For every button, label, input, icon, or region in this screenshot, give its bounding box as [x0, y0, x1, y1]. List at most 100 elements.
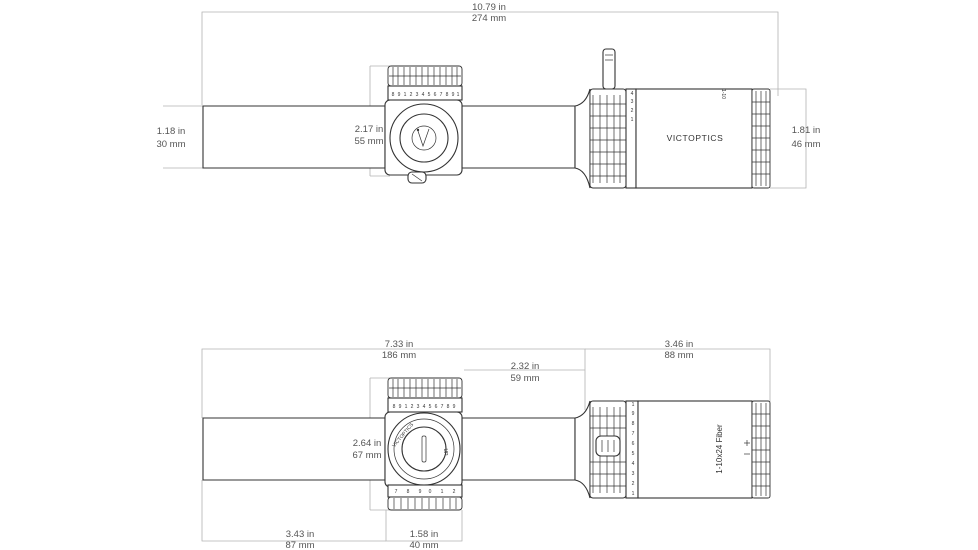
brand-label: VICTOPTICS [667, 133, 724, 143]
side-ring-mark: 5 [632, 451, 635, 457]
side-ring-mark: 6 [632, 441, 635, 447]
side-ring-scale: 1 2 3 4 5 6 7 8 9 1 [632, 402, 635, 497]
side-turret-scale-band [387, 397, 463, 413]
throw-lever [602, 48, 616, 90]
ring-to-end-in: 3.46 in [665, 339, 694, 350]
tube-diameter-mm: 30 mm [156, 139, 185, 150]
tube-mid [461, 105, 576, 169]
bottom-turret-mark: 7 [395, 489, 398, 495]
side-throw-lever [595, 435, 621, 457]
bottom-turret-mark: 8 [407, 489, 410, 495]
objective-diameter-in: 1.81 in [792, 125, 821, 136]
turret-height-in: 2.17 in [355, 124, 384, 135]
top-turret-mark: 6 [434, 92, 437, 98]
turret-width-mm: 40 mm [409, 540, 438, 550]
turret-offset-mm: 59 mm [510, 373, 539, 384]
bottom-turret-scale-band [387, 484, 463, 498]
bottom-turret-mark: 1 [441, 489, 444, 495]
side-ring-mark: 1 [632, 491, 635, 497]
side-ring-mark: 9 [632, 411, 635, 417]
bottom-turret-mark: 9 [419, 489, 422, 495]
side-ring-mark: 1 [632, 402, 635, 408]
turret-offset-in: 2.32 in [511, 361, 540, 372]
top-turret-mark: 3 [416, 92, 419, 98]
side-tube-mid [461, 417, 576, 481]
top-turret-mark: 7 [440, 92, 443, 98]
objective-diameter-mm: 46 mm [791, 139, 820, 150]
side-dimension-lines [201, 348, 771, 542]
side-main-tube [202, 417, 386, 481]
ring-to-end-mm: 88 mm [664, 350, 693, 361]
objective-flare [574, 88, 591, 189]
side-objective-bell [637, 400, 753, 499]
side-ring-mark: 2 [632, 481, 635, 487]
side-turret-height-mm: 67 mm [352, 450, 381, 461]
side-view: 8 9 1 2 3 4 5 6 7 8 9 VICTOPTICS UP 7 8 … [201, 339, 771, 550]
side-knob-inner [401, 426, 447, 472]
bottom-turret-mark: 0 [429, 489, 432, 495]
length-to-ring-in: 7.33 in [385, 339, 414, 350]
side-turret-mark: 3 [417, 404, 420, 410]
side-ring-mark: 7 [632, 431, 635, 437]
side-turret-mark: 9 [453, 404, 456, 410]
side-turret-mark: 9 [399, 404, 402, 410]
bottom-knurling [393, 498, 457, 509]
top-turret-mark: 2 [410, 92, 413, 98]
top-turret-mark: 9 [452, 92, 455, 98]
side-turret-mark: 8 [393, 404, 396, 410]
side-turret-mark: 1 [405, 404, 408, 410]
side-ring-mark: 3 [632, 471, 635, 477]
top-ring-scale: 1 2 3 4 [631, 91, 634, 123]
side-objective-knurling [752, 403, 770, 496]
top-ring-mark: 3 [631, 99, 634, 105]
top-ring-mark: 2 [631, 108, 634, 114]
turret-scale-band [387, 85, 463, 101]
side-ring-mark: 8 [632, 421, 635, 427]
elevation-knurling [389, 67, 461, 85]
front-to-turret-in: 3.43 in [286, 529, 315, 540]
top-turret-mark: 8 [392, 92, 395, 98]
top-ring-mark: 1 [631, 117, 634, 123]
top-turret-mark: 1 [404, 92, 407, 98]
bottom-turret [387, 496, 463, 511]
turret-width-in: 1.58 in [410, 529, 439, 540]
side-turret-mark: 8 [447, 404, 450, 410]
top-turret-mark: 4 [422, 92, 425, 98]
side-turret-mark: 4 [423, 404, 426, 410]
side-objective-flare [574, 400, 591, 499]
length-to-ring-mm: 186 mm [382, 350, 416, 361]
brand-logo-icon [411, 125, 437, 151]
bottom-turret-scale: 7 8 9 0 1 2 [395, 489, 456, 495]
plus-minus-icon [744, 440, 750, 455]
side-elevation-knurling [389, 379, 461, 397]
tube-diameter-in: 1.18 in [157, 126, 186, 137]
overall-length-mm: 274 mm [472, 13, 506, 24]
top-turret-mark: 5 [428, 92, 431, 98]
side-turret-mark: 6 [435, 404, 438, 410]
side-turret-mark: 5 [429, 404, 432, 410]
top-ring-mark: 4 [631, 91, 634, 97]
ring-mark-label: 1-10 [720, 89, 726, 99]
top-turret-scale: 8 9 1 2 3 4 5 6 7 8 9 1 [392, 92, 460, 98]
side-turret-mark: 2 [411, 404, 414, 410]
bottom-turret-mark: 2 [453, 489, 456, 495]
side-knob-ring [393, 418, 455, 480]
top-view: 8 9 1 2 3 4 5 6 7 8 9 1 [156, 2, 821, 189]
up-label: UP [442, 449, 448, 457]
turret-height-mm: 55 mm [354, 136, 383, 147]
side-turret-scale: 8 9 1 2 3 4 5 6 7 8 9 [393, 404, 456, 410]
model-label: 1-10x24 Fiber [715, 424, 724, 474]
windage-cap-inner [399, 113, 449, 163]
top-turret-mark: 9 [398, 92, 401, 98]
objective-bell [635, 88, 753, 189]
coin-slot-icon [421, 435, 427, 463]
side-turret-mark: 7 [441, 404, 444, 410]
top-turret-mark: 1 [457, 92, 460, 98]
mag-ring-knurling [590, 95, 626, 183]
side-turret-height-in: 2.64 in [353, 438, 382, 449]
top-turret-mark: 8 [446, 92, 449, 98]
side-ring-mark: 4 [632, 461, 635, 467]
objective-knurling [752, 91, 770, 186]
overall-length-in: 10.79 in [472, 2, 506, 13]
